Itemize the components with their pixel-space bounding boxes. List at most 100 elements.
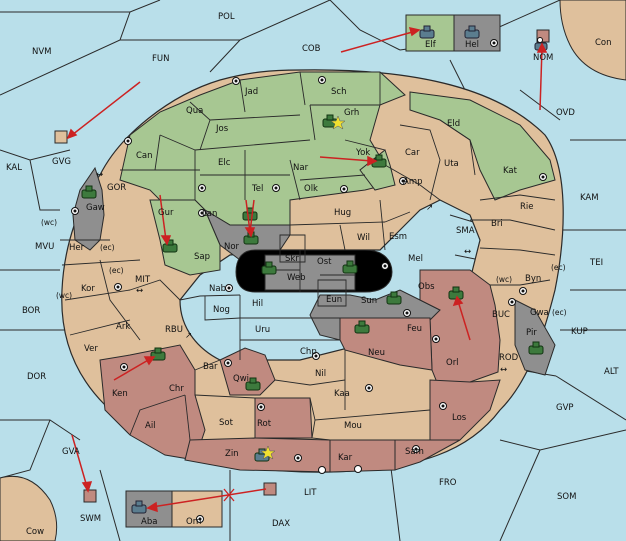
sea-label-ovd: OVD: [556, 108, 575, 118]
star-marker-zin: [260, 445, 276, 460]
land-label-uru: Uru: [255, 325, 270, 335]
coast-note-gor-wc: (wc): [41, 218, 57, 227]
sea-label-buc: BUC: [492, 310, 510, 320]
sea-label-dax: DAX: [272, 519, 290, 529]
land-label-qwi: Qwi: [233, 374, 249, 384]
land-label-hel: Hel: [465, 40, 479, 50]
sea-label-bor: BOR: [22, 306, 40, 316]
coast-note-kor-ec: (ec): [109, 266, 124, 275]
sea-labels-layer: POL COB NVM FUN KAL GOR MVU MIT BOR RBU …: [6, 12, 619, 529]
coast-note-her-ec: (ec): [100, 243, 115, 252]
land-label-lan: Lan: [202, 209, 217, 219]
coast-notes-layer: (wc) (ec) (ec) (wc) (wc) (ec) (ec): [41, 218, 567, 317]
sea-label-gvp: GVP: [556, 403, 574, 413]
land-label-obs: Obs: [418, 282, 435, 292]
orders-layer: [66, 26, 548, 513]
land-label-con: Con: [595, 38, 612, 48]
land-label-skr: Skr: [285, 254, 299, 264]
sea-label-sma: SMA: [456, 226, 475, 236]
land-label-hug: Hug: [334, 208, 351, 218]
land-label-mou: Mou: [344, 421, 362, 431]
land-label-qua: Qua: [186, 106, 203, 116]
land-label-mel: Mel: [408, 254, 423, 264]
land-label-amp: Amp: [403, 177, 423, 187]
land-label-nab: Nab: [209, 284, 226, 294]
unit-token-aba[interactable]: [131, 500, 147, 514]
sea-label-gva: GVA: [62, 447, 80, 457]
land-label-gur: Gur: [158, 208, 174, 218]
esm-connector: ↗: [426, 203, 433, 213]
unit-token-gaw[interactable]: [81, 185, 97, 199]
land-label-elf: Elf: [425, 40, 437, 50]
sea-label-tei: TEI: [589, 258, 603, 268]
land-label-chp: Chp: [300, 347, 317, 357]
sea-label-rbu: RBU: [165, 325, 183, 335]
sea-label-dor: DOR: [27, 372, 46, 382]
land-label-uta: Uta: [444, 159, 459, 169]
supply-centers: [71, 37, 547, 523]
mit-connector: ↔: [136, 286, 143, 296]
connectors-layer: ↔ ↔ ↔ ↔ ↗ ↗: [96, 170, 507, 375]
sea-label-mvu: MVU: [35, 242, 54, 252]
land-label-swm: SWM: [80, 514, 101, 524]
land-label-olk: Olk: [304, 184, 318, 194]
land-label-jos: Jos: [215, 124, 229, 134]
land-label-ver: Ver: [84, 344, 98, 354]
unit-token-hel[interactable]: [464, 25, 480, 39]
land-label-pir: Pir: [526, 328, 537, 338]
land-label-los: Los: [452, 413, 467, 423]
land-label-nar: Nar: [293, 163, 309, 173]
land-label-orn: Orn: [186, 517, 201, 527]
sea-label-alt: ALT: [604, 367, 619, 377]
land-label-feu: Feu: [407, 324, 422, 334]
land-label-nom: NOM: [533, 53, 553, 63]
sea-label-rod: ROD: [499, 353, 519, 363]
sma-connector: ↔: [464, 247, 471, 257]
unit-token-web[interactable]: [261, 261, 277, 275]
land-label-sun: Sun: [361, 296, 377, 306]
sea-label-kam: KAM: [580, 193, 599, 203]
sea-label-pol: POL: [218, 12, 235, 22]
sea-label-gor: GOR: [107, 183, 126, 193]
unit-token-elf[interactable]: [419, 25, 435, 39]
land-label-gvg: GVG: [52, 157, 71, 167]
unit-token-lan[interactable]: [242, 207, 258, 221]
sea-label-fro: FRO: [439, 478, 457, 488]
land-label-sap: Sap: [194, 252, 210, 262]
coast-note-kor-wc: (wc): [56, 291, 72, 300]
unit-token-qwi[interactable]: [245, 377, 261, 391]
land-label-rie: Rie: [520, 202, 534, 212]
land-label-kar: Kar: [338, 453, 353, 463]
unit-token-feu[interactable]: [354, 320, 370, 334]
unit-token-pir[interactable]: [528, 341, 544, 355]
land-label-hil: Hil: [252, 299, 263, 309]
land-label-eun: Eun: [326, 295, 342, 305]
land-label-neu: Neu: [368, 348, 385, 358]
land-label-ost: Ost: [317, 257, 332, 267]
land-label-elc: Elc: [218, 158, 231, 168]
land-label-ail: Ail: [145, 421, 156, 431]
land-label-byn: Byn: [525, 274, 541, 284]
sea-label-mit: MIT: [135, 275, 151, 285]
unit-token-ost[interactable]: [342, 260, 358, 274]
coast-note-gwa-ec: (ec): [552, 308, 567, 317]
land-label-bri: Bri: [491, 219, 503, 229]
land-label-sot: Sot: [219, 418, 234, 428]
unit-token-chr[interactable]: [150, 347, 166, 361]
land-label-nil: Nil: [315, 369, 326, 379]
unit-token-sun[interactable]: [386, 291, 402, 305]
star-marker-grh: [330, 115, 346, 130]
land-label-wil: Wil: [357, 233, 370, 243]
land-label-kat: Kat: [503, 166, 518, 176]
sea-label-cob: COB: [302, 44, 321, 54]
land-label-jad: Jad: [244, 87, 258, 97]
land-label-ken: Ken: [112, 389, 128, 399]
unit-token-sap[interactable]: [162, 239, 178, 253]
land-label-chr: Chr: [169, 384, 184, 394]
sea-label-kup: KUP: [571, 327, 588, 337]
land-label-nog: Nog: [213, 305, 230, 315]
land-label-nor: Nor: [224, 242, 240, 252]
